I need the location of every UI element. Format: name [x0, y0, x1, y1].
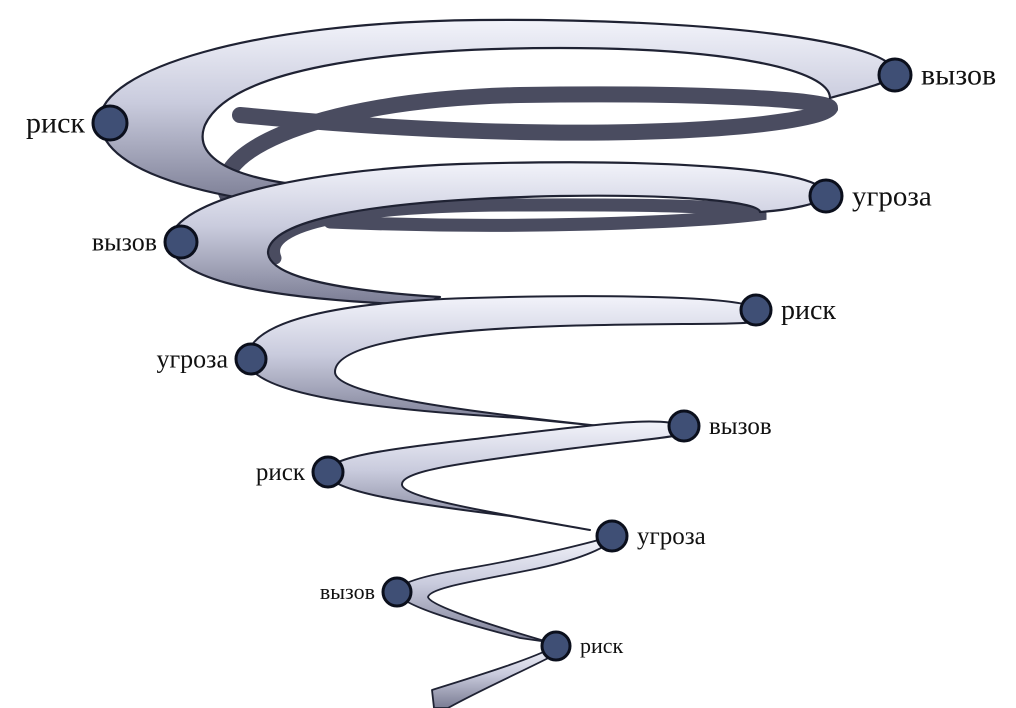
node-label: угроза [637, 523, 706, 550]
spiral-node: вызов [92, 224, 199, 260]
spiral-node: риск [739, 293, 836, 327]
node-marker [91, 104, 129, 142]
node-marker [667, 409, 701, 443]
spiral-node: угроза [157, 342, 268, 376]
node-marker [311, 455, 345, 489]
ribbon-tail [431, 645, 557, 708]
spiral-ribbon [98, 18, 897, 708]
spiral-node: риск [540, 630, 624, 662]
spiral-back-loop-1 [216, 86, 839, 208]
node-label: риск [26, 107, 85, 140]
spiral-node: угроза [808, 178, 932, 214]
ribbon-loop-4 [325, 420, 685, 531]
node-label: угроза [852, 180, 932, 212]
spiral-node: риск [256, 455, 345, 489]
spiral-node: вызов [320, 576, 413, 608]
node-marker [595, 519, 629, 553]
spiral-node: вызов [667, 409, 772, 443]
node-label: вызов [92, 227, 157, 256]
spiral-node: угроза [595, 519, 706, 553]
node-label: риск [781, 295, 836, 326]
spiral-node: риск [26, 104, 129, 142]
node-label: вызов [921, 59, 996, 92]
ribbon-loop-3 [245, 295, 757, 427]
node-label: вызов [709, 413, 772, 440]
node-label: риск [580, 633, 624, 658]
spiral-back [216, 86, 839, 265]
spiral-node: вызов [877, 57, 996, 93]
ribbon-loop-2 [168, 161, 828, 307]
node-label: вызов [320, 579, 375, 604]
node-label: угроза [157, 344, 229, 373]
node-marker [163, 224, 199, 260]
node-layer: вызов риск угроза вызов риск угроза вызов риск у… [26, 57, 996, 662]
node-label: риск [256, 459, 306, 486]
ribbon-loop-5 [396, 535, 613, 643]
node-marker [234, 342, 268, 376]
node-marker [739, 293, 773, 327]
node-marker [877, 57, 913, 93]
node-marker [540, 630, 572, 662]
node-marker [381, 576, 413, 608]
node-marker [808, 178, 844, 214]
spiral-back-loop-2 [267, 198, 767, 265]
